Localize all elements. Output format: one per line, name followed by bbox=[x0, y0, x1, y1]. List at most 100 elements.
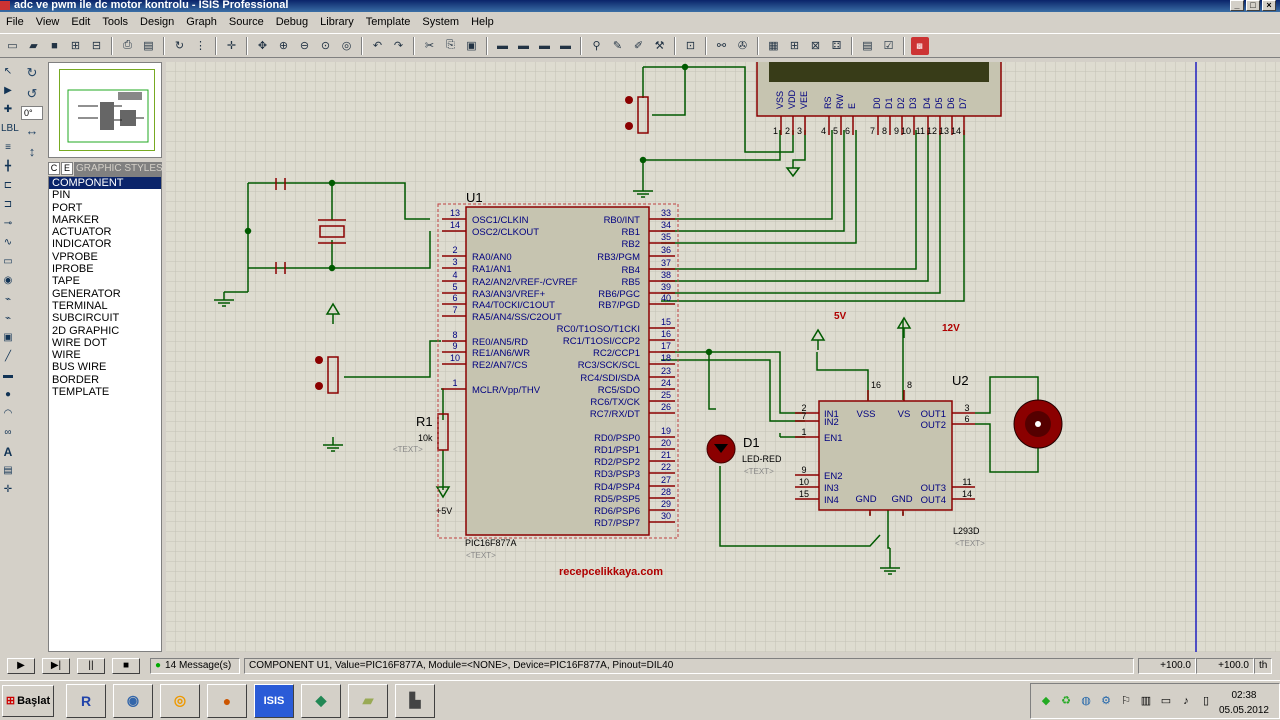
tray-settings-icon[interactable]: ⚙ bbox=[1101, 695, 1111, 707]
zoom-area-icon[interactable]: ◎ bbox=[341, 40, 352, 52]
message-count[interactable]: ● 14 Message(s) bbox=[150, 658, 240, 674]
taskbar-app-globe-icon[interactable]: ◉ bbox=[113, 683, 153, 718]
tray-network-icon[interactable]: ▥ bbox=[1140, 695, 1152, 707]
picker-item-subcircuit[interactable]: SUBCIRCUIT bbox=[52, 312, 120, 325]
save-icon[interactable]: ■ bbox=[51, 39, 58, 52]
taskbar-app-tool-icon[interactable]: ▙ bbox=[395, 683, 435, 718]
box-icon[interactable]: ▬ bbox=[3, 369, 13, 381]
text-script-icon[interactable]: ≡ bbox=[5, 141, 11, 153]
circle-icon[interactable]: ● bbox=[4, 388, 12, 400]
netlist-to-ares-icon[interactable]: ▩ bbox=[910, 36, 929, 55]
taskbar-app-firefox-icon[interactable]: ● bbox=[207, 683, 247, 718]
graph-icon[interactable]: ∿ bbox=[3, 236, 13, 248]
rotate-anticlockwise-icon[interactable]: ↺ bbox=[26, 85, 38, 101]
picker-item-marker[interactable]: MARKER bbox=[52, 213, 100, 226]
export-icon[interactable]: ⊟ bbox=[91, 40, 102, 52]
block-move-icon[interactable]: ▬ bbox=[518, 39, 529, 52]
start-button[interactable]: ⊞ Başlat bbox=[2, 684, 54, 717]
tape-recorder-icon[interactable]: ▭ bbox=[3, 255, 13, 267]
print-icon[interactable]: ⎙ bbox=[123, 39, 132, 51]
picker-item-wire[interactable]: WIRE bbox=[52, 349, 81, 362]
bus-icon[interactable]: ╋ bbox=[4, 160, 12, 172]
picker-item-2d-graphic[interactable]: 2D GRAPHIC bbox=[52, 324, 120, 337]
zoom-out-icon[interactable]: ⊖ bbox=[299, 40, 310, 52]
marker-icon[interactable]: ✛ bbox=[3, 483, 13, 495]
new-file-icon[interactable]: ▭ bbox=[7, 40, 18, 52]
property-tool-icon[interactable]: ✇ bbox=[737, 40, 748, 52]
window-title-bar[interactable]: adc ve pwm ile dc motor kontrolu - ISIS … bbox=[0, 0, 1280, 12]
pic16f877a-body[interactable] bbox=[465, 206, 650, 536]
rotate-clockwise-icon[interactable]: ↻ bbox=[26, 64, 38, 80]
picker-item-generator[interactable]: GENERATOR bbox=[52, 287, 121, 300]
picker-item-wire-dot[interactable]: WIRE DOT bbox=[52, 336, 107, 349]
add-sheet-icon[interactable]: ⊞ bbox=[789, 40, 800, 52]
grid-icon[interactable]: ⋮ bbox=[195, 40, 206, 52]
play-button[interactable]: ▶ bbox=[7, 658, 35, 674]
picker-item-port[interactable]: PORT bbox=[52, 201, 83, 214]
tray-power-icon[interactable]: ▯ bbox=[1202, 695, 1210, 707]
line-icon[interactable]: ╱ bbox=[4, 350, 12, 362]
rotation-angle-field[interactable]: 0° bbox=[21, 106, 43, 120]
terminals-icon[interactable]: ⊐ bbox=[3, 198, 13, 210]
menu-system[interactable]: System bbox=[422, 15, 460, 28]
picker-item-component[interactable]: COMPONENT bbox=[49, 177, 161, 190]
picker-item-vprobe[interactable]: VPROBE bbox=[52, 250, 98, 263]
import-icon[interactable]: ⊞ bbox=[70, 40, 81, 52]
menu-tools[interactable]: Tools bbox=[102, 15, 129, 28]
junction-dot-icon[interactable]: ✚ bbox=[3, 103, 13, 115]
tray-display-icon[interactable]: ▭ bbox=[1160, 695, 1172, 707]
make-device-icon[interactable]: ✎ bbox=[612, 40, 623, 52]
taskbar-app-recorder-icon[interactable]: ◆ bbox=[301, 683, 341, 718]
picker-item-border[interactable]: BORDER bbox=[52, 373, 100, 386]
mirror-horizontal-icon[interactable]: ↔ bbox=[25, 122, 39, 138]
pan-icon[interactable]: ✥ bbox=[257, 40, 268, 52]
menu-template[interactable]: Template bbox=[365, 15, 411, 28]
picker-item-actuator[interactable]: ACTUATOR bbox=[52, 226, 112, 239]
tray-update-icon[interactable]: ♻ bbox=[1061, 695, 1071, 707]
picker-item-template[interactable]: TEMPLATE bbox=[52, 386, 110, 399]
cut-icon[interactable]: ✂ bbox=[424, 40, 435, 52]
picker-item-tape[interactable]: TAPE bbox=[52, 275, 80, 288]
virtual-instruments-icon[interactable]: ▣ bbox=[3, 331, 13, 343]
picker-item-bus-wire[interactable]: BUS WIRE bbox=[52, 361, 107, 374]
menu-library[interactable]: Library bbox=[320, 15, 354, 28]
zoom-all-icon[interactable]: ⊙ bbox=[320, 40, 331, 52]
symbol-icon[interactable]: ▤ bbox=[3, 464, 13, 476]
menu-file[interactable]: File bbox=[6, 15, 24, 28]
current-probe-icon[interactable]: ⌁ bbox=[4, 312, 12, 324]
bill-of-materials-icon[interactable]: ▤ bbox=[862, 40, 873, 52]
schematic-drawing[interactable]: +5V5V12VR110k<TEXT>U1PIC16F877A<TEXT>13O… bbox=[166, 62, 1280, 652]
picker-tab-c[interactable]: C bbox=[48, 162, 60, 175]
app-icon[interactable] bbox=[0, 1, 10, 10]
menu-help[interactable]: Help bbox=[471, 15, 494, 28]
tray-browser-icon[interactable]: ◍ bbox=[1081, 695, 1091, 707]
stop-button[interactable]: ■ bbox=[112, 658, 140, 674]
l293d-body[interactable] bbox=[818, 400, 953, 511]
new-sheet-icon[interactable]: ▦ bbox=[768, 40, 779, 52]
minimize-button[interactable]: _ bbox=[1230, 0, 1244, 11]
voltage-probe-icon[interactable]: ⌁ bbox=[4, 293, 12, 305]
tray-volume-icon[interactable]: ♪ bbox=[1183, 695, 1189, 707]
taskbar-app-notes-icon[interactable]: ▰ bbox=[348, 683, 388, 718]
block-copy-icon[interactable]: ▬ bbox=[497, 39, 508, 52]
tray-shield-icon[interactable]: ◆ bbox=[1041, 695, 1051, 707]
open-file-icon[interactable]: ▰ bbox=[29, 40, 38, 52]
redo-icon[interactable]: ↷ bbox=[393, 40, 404, 52]
taskbar-app-isis-icon[interactable]: ISIS bbox=[254, 683, 294, 718]
block-delete-icon[interactable]: ▬ bbox=[560, 39, 571, 52]
electrical-rule-check-icon[interactable]: ☑ bbox=[883, 40, 894, 52]
copy-icon[interactable]: ⎘ bbox=[446, 39, 455, 51]
print-area-icon[interactable]: ▤ bbox=[143, 40, 154, 52]
overview-window[interactable] bbox=[48, 62, 162, 158]
menu-source[interactable]: Source bbox=[228, 15, 264, 28]
undo-icon[interactable]: ↶ bbox=[372, 40, 383, 52]
origin-icon[interactable]: ✛ bbox=[226, 40, 237, 52]
menu-graph[interactable]: Graph bbox=[186, 15, 217, 28]
packaging-tool-icon[interactable]: ✐ bbox=[633, 40, 644, 52]
pick-device-icon[interactable]: ⚲ bbox=[592, 40, 601, 52]
device-pins-icon[interactable]: ⊸ bbox=[3, 217, 13, 229]
clock[interactable]: 02:38 05.05.2012 bbox=[1219, 688, 1269, 718]
selection-mode-icon[interactable]: ↖ bbox=[3, 65, 13, 77]
search-tag-icon[interactable]: ⚯ bbox=[716, 40, 727, 52]
